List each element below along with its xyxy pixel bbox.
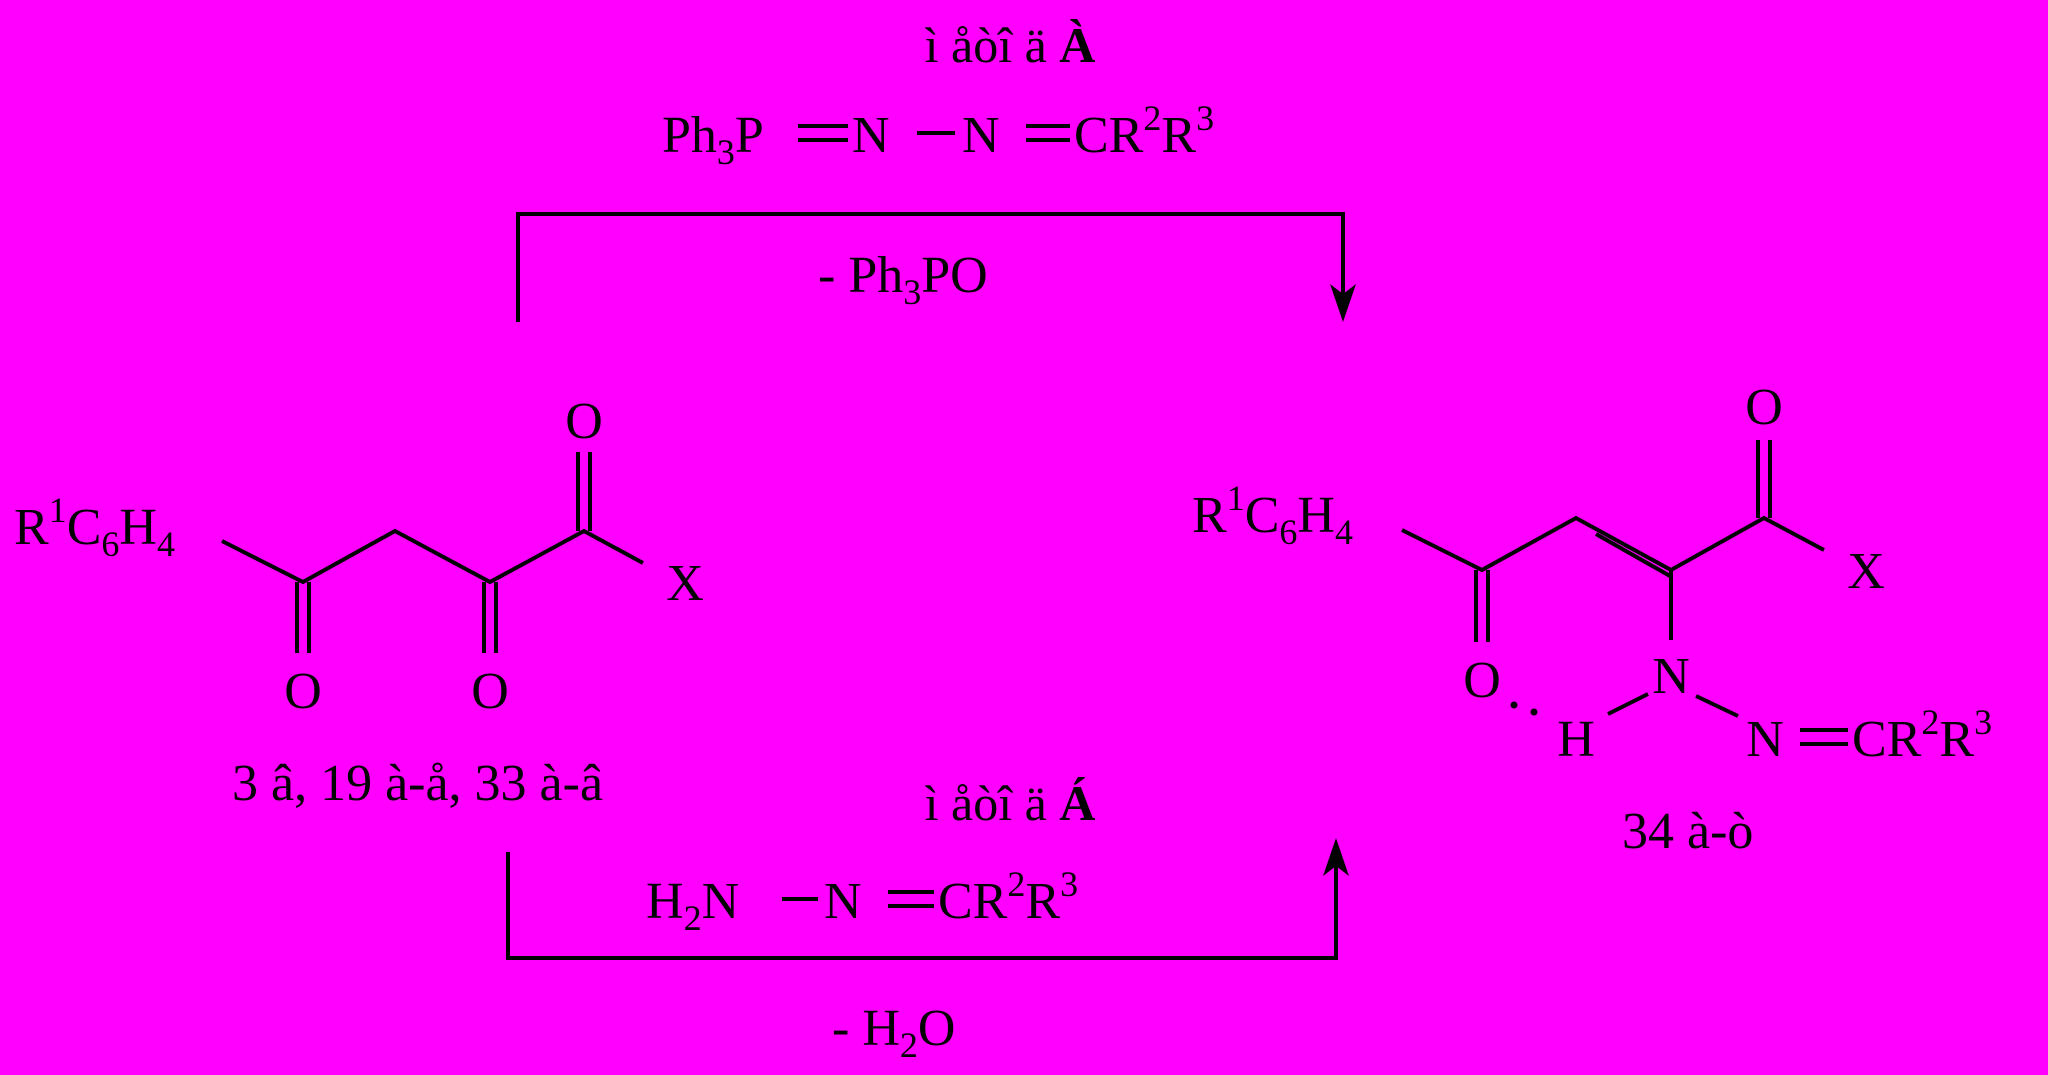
left-r1-c6h4: R1C6H4 bbox=[14, 490, 175, 564]
method-b-n2: N bbox=[824, 873, 862, 930]
right-o-top: O bbox=[1745, 379, 1783, 436]
method-b-cr2r3: CR2R3 bbox=[938, 864, 1078, 930]
right-o-bottom: O bbox=[1463, 652, 1501, 709]
right-x: X bbox=[1847, 543, 1885, 600]
left-o-bottom-2: O bbox=[471, 663, 509, 720]
left-compound: R1C6H4 O X O O 3 â, 19 à-å, 33 à-â bbox=[14, 393, 704, 812]
right-cr2r3: CR2R3 bbox=[1852, 702, 1992, 768]
left-caption: 3 â, 19 à-å, 33 à-â bbox=[232, 755, 603, 812]
method-a-arrow bbox=[516, 212, 1356, 322]
right-n1: N bbox=[1652, 648, 1690, 705]
method-b-h2n: H2N bbox=[646, 873, 739, 938]
method-b-double-bond-n-c bbox=[888, 890, 934, 908]
method-a-reagent: Ph3P bbox=[662, 107, 764, 172]
right-h: H bbox=[1557, 711, 1595, 768]
left-x: X bbox=[666, 555, 704, 612]
right-caption: 34 à-ò bbox=[1622, 803, 1753, 860]
right-compound: R1C6H4 O X O H N N CR2R3 34 à-ò bbox=[1192, 379, 1992, 860]
right-r1-c6h4: R1C6H4 bbox=[1192, 478, 1353, 552]
method-b-group: ì åòî ä Á H2N N CR2R3 - H2O bbox=[506, 775, 1349, 1065]
left-o-bottom-1: O bbox=[284, 663, 322, 720]
method-a-n2: N bbox=[962, 107, 1000, 164]
method-a-label: ì åòî ä À bbox=[925, 17, 1096, 73]
method-a-n1: N bbox=[852, 107, 890, 164]
method-b-arrow bbox=[506, 838, 1349, 960]
method-b-label: ì åòî ä Á bbox=[925, 775, 1096, 831]
right-n2: N bbox=[1746, 711, 1784, 768]
double-bond-p-n bbox=[798, 124, 848, 142]
method-a-cr2r3: CR2R3 bbox=[1074, 98, 1214, 164]
method-b-byproduct: - H2O bbox=[832, 1000, 955, 1065]
method-a-byproduct: - Ph3PO bbox=[818, 247, 988, 312]
left-o-top: O bbox=[565, 393, 603, 450]
left-skeleton-bonds bbox=[221, 452, 644, 653]
double-bond-n-c bbox=[1026, 124, 1070, 142]
hydrogen-bond-dots bbox=[1510, 701, 1538, 716]
right-skeleton-bonds bbox=[1401, 440, 1825, 718]
right-double-bond-n-c bbox=[1800, 728, 1848, 746]
method-a-group: ì åòî ä À Ph3P N N CR2R3 - Ph3PO bbox=[516, 17, 1356, 322]
